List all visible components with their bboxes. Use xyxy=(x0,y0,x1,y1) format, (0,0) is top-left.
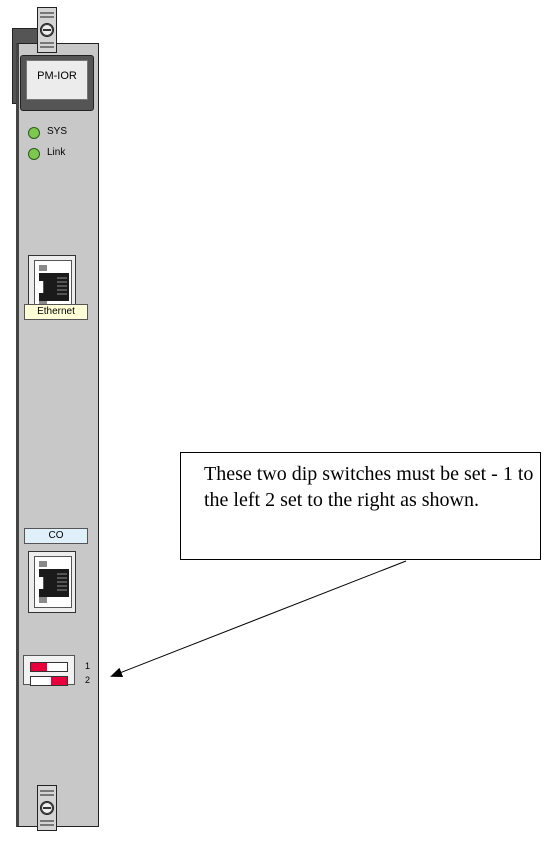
sys-led-label: SYS xyxy=(47,126,68,137)
dip-switch-1-number: 1 xyxy=(85,661,91,671)
dip-switch-2-number: 2 xyxy=(85,675,91,685)
module-name: PM-IOR xyxy=(37,70,77,82)
callout-text: These two dip switches must be set - 1 t… xyxy=(204,463,534,511)
module-label-box xyxy=(26,60,88,100)
dip-switch-1[interactable] xyxy=(30,662,68,672)
callout-box: These two dip switches must be set - 1 t… xyxy=(180,452,541,560)
co-port-icon[interactable] xyxy=(28,551,76,613)
dip-switch-2-slider xyxy=(51,677,67,685)
top-screw-icon[interactable] xyxy=(40,23,54,37)
link-led-label: Link xyxy=(47,147,66,158)
link-led-icon xyxy=(28,148,40,160)
dip-switch-2[interactable] xyxy=(30,676,68,686)
dip-switch-1-slider xyxy=(31,663,47,671)
co-port-label: CO xyxy=(24,528,88,544)
sys-led-icon xyxy=(28,127,40,139)
card-faceplate xyxy=(16,43,99,827)
bottom-screw-icon[interactable] xyxy=(40,801,54,815)
ethernet-port-label: Ethernet xyxy=(24,304,88,320)
